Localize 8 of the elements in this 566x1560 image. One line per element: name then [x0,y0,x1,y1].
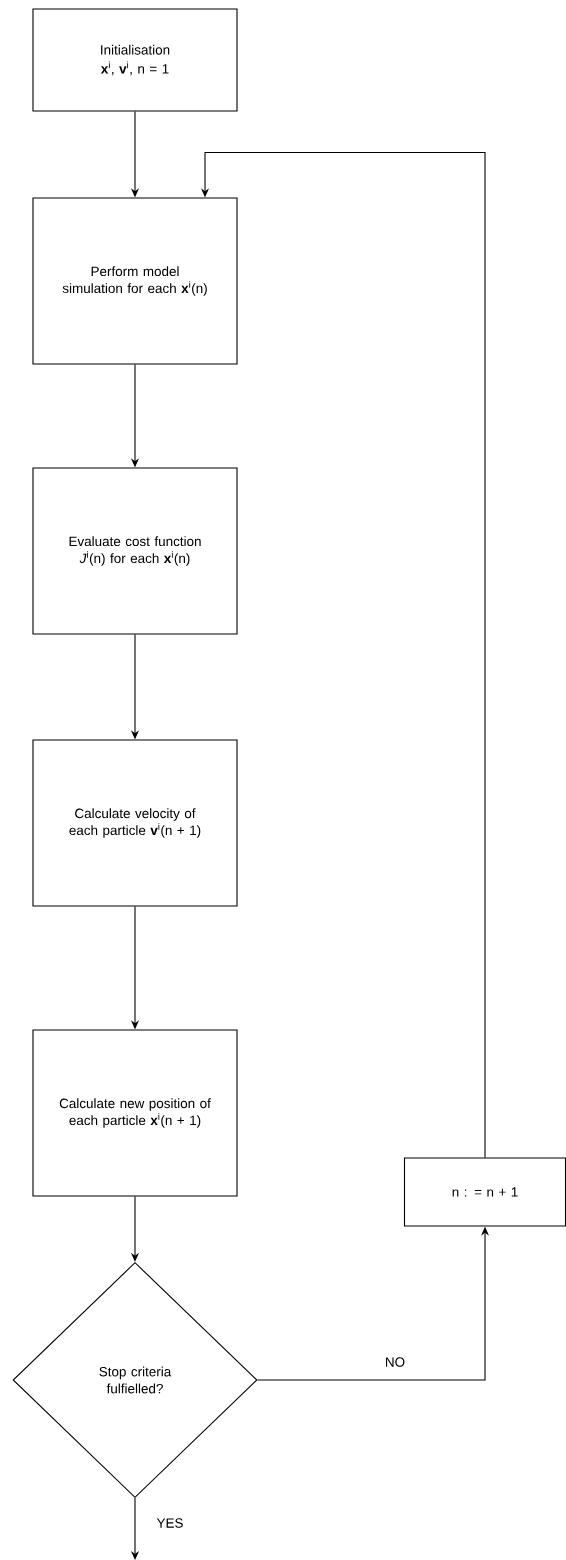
process-box: Perform model simulation for each x$^{i}$(n) [32,197,238,365]
edge-label: NO [383,1356,407,1368]
edge-label: YES [155,1517,185,1529]
process-box: Initialisation x$^{i}$, v$^{i}$, n = 1 [32,8,238,112]
process-box: n : = n + 1 [403,1157,566,1227]
process-box: Evaluate cost function J$^{i}$(n) for each x$^{i}$(n) [32,467,238,635]
process-box: Calculate velocity of each particle v$^{i}$(n + 1) [32,739,238,907]
process-box: Calculate new position of each particle x$^{i}$(n + 1) [32,1029,238,1197]
